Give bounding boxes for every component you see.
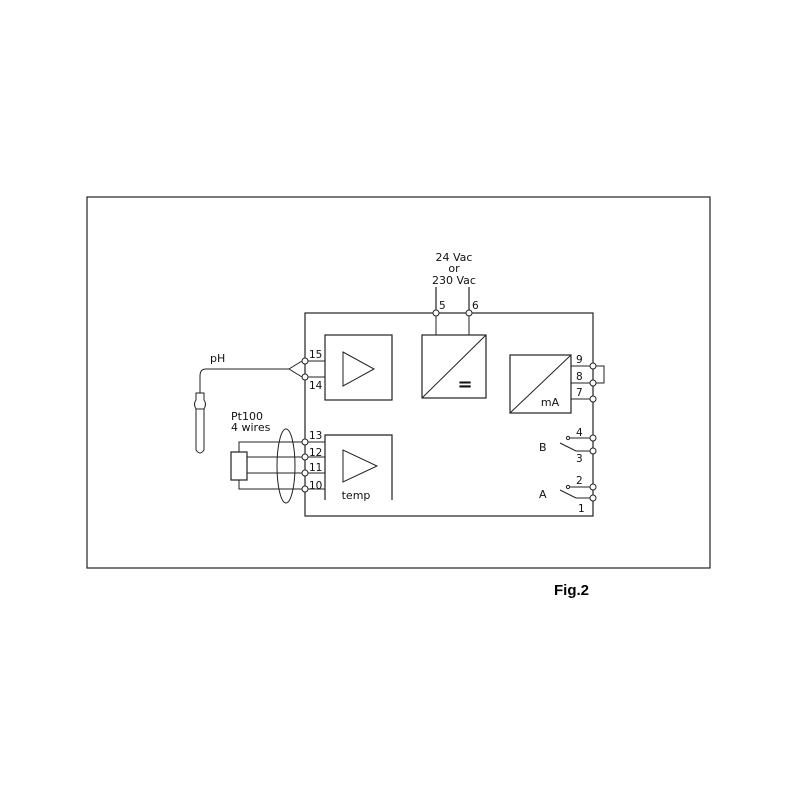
terminal-4: [589, 434, 597, 442]
relay-b-contact: [565, 435, 571, 441]
terminal-10: [301, 485, 309, 493]
ph-cable-split: [288, 360, 303, 378]
converter-symbol: =: [457, 374, 472, 395]
ph-amplifier-triangle: [342, 351, 376, 387]
outer-frame: [86, 196, 711, 569]
terminal-1-label: 1: [578, 503, 585, 515]
terminal-13: [301, 438, 309, 446]
pt100-wire-13: [238, 441, 302, 452]
terminal-7-label: 7: [576, 387, 583, 399]
terminal-3: [589, 447, 597, 455]
terminal-3-label: 3: [576, 453, 583, 465]
pt100-sensor: [230, 451, 248, 481]
supply-label-line1: 24 Vac: [436, 251, 473, 264]
terminal-11: [301, 469, 309, 477]
terminal-5-label: 5: [439, 300, 446, 312]
terminal-6-label: 6: [472, 300, 479, 312]
terminal-4-label: 4: [576, 427, 583, 439]
pt100-wires-label: 4 wires: [231, 421, 271, 434]
instrument-housing: [304, 312, 594, 517]
ma-output-block: [509, 354, 572, 414]
ph-amplifier-block: [324, 334, 393, 401]
ph-electrode: [194, 392, 206, 454]
pt100-label: Pt100: [231, 410, 263, 423]
terminal-10-label: 10: [309, 480, 322, 492]
temp-amplifier-block: [324, 434, 393, 500]
ma-diagonal: [509, 354, 572, 414]
supply-label-line2: or: [448, 262, 460, 275]
ma-label: mA: [541, 396, 560, 409]
terminal-1: [589, 494, 597, 502]
temp-amplifier-triangle: [342, 449, 379, 483]
terminal-12-label: 12: [309, 447, 322, 459]
terminal-2-label: 2: [576, 475, 583, 487]
terminal-15-label: 15: [309, 349, 322, 361]
relay-a-label: A: [539, 488, 547, 501]
relay-b-switch-arm: [559, 442, 577, 452]
terminal-8: [589, 379, 597, 387]
ph-cable: [199, 368, 289, 393]
cable-shield: [276, 428, 296, 504]
terminal-15: [301, 357, 309, 365]
terminal-14-label: 14: [309, 380, 323, 392]
terminal-2: [589, 483, 597, 491]
terminal-9: [589, 362, 597, 370]
converter-diagonal: [421, 334, 487, 399]
temp-label: temp: [342, 489, 371, 502]
terminal-8-label: 8: [576, 371, 583, 383]
relay-a-switch-arm: [559, 489, 577, 499]
output-jumper: [596, 365, 605, 384]
terminal-13-label: 13: [309, 430, 322, 442]
terminal-14: [301, 373, 309, 381]
supply-label-line3: 230 Vac: [432, 274, 476, 287]
relay-b-label: B: [539, 441, 547, 454]
power-converter-block: [421, 334, 487, 399]
pt100-wire-10: [238, 480, 302, 490]
relay-a-contact: [565, 484, 571, 490]
terminal-9-label: 9: [576, 354, 583, 366]
terminal-11-label: 11: [309, 462, 322, 474]
ph-label: pH: [210, 352, 225, 365]
terminal-12: [301, 453, 309, 461]
terminal-7: [589, 395, 597, 403]
figure-label: Fig.2: [554, 582, 589, 599]
